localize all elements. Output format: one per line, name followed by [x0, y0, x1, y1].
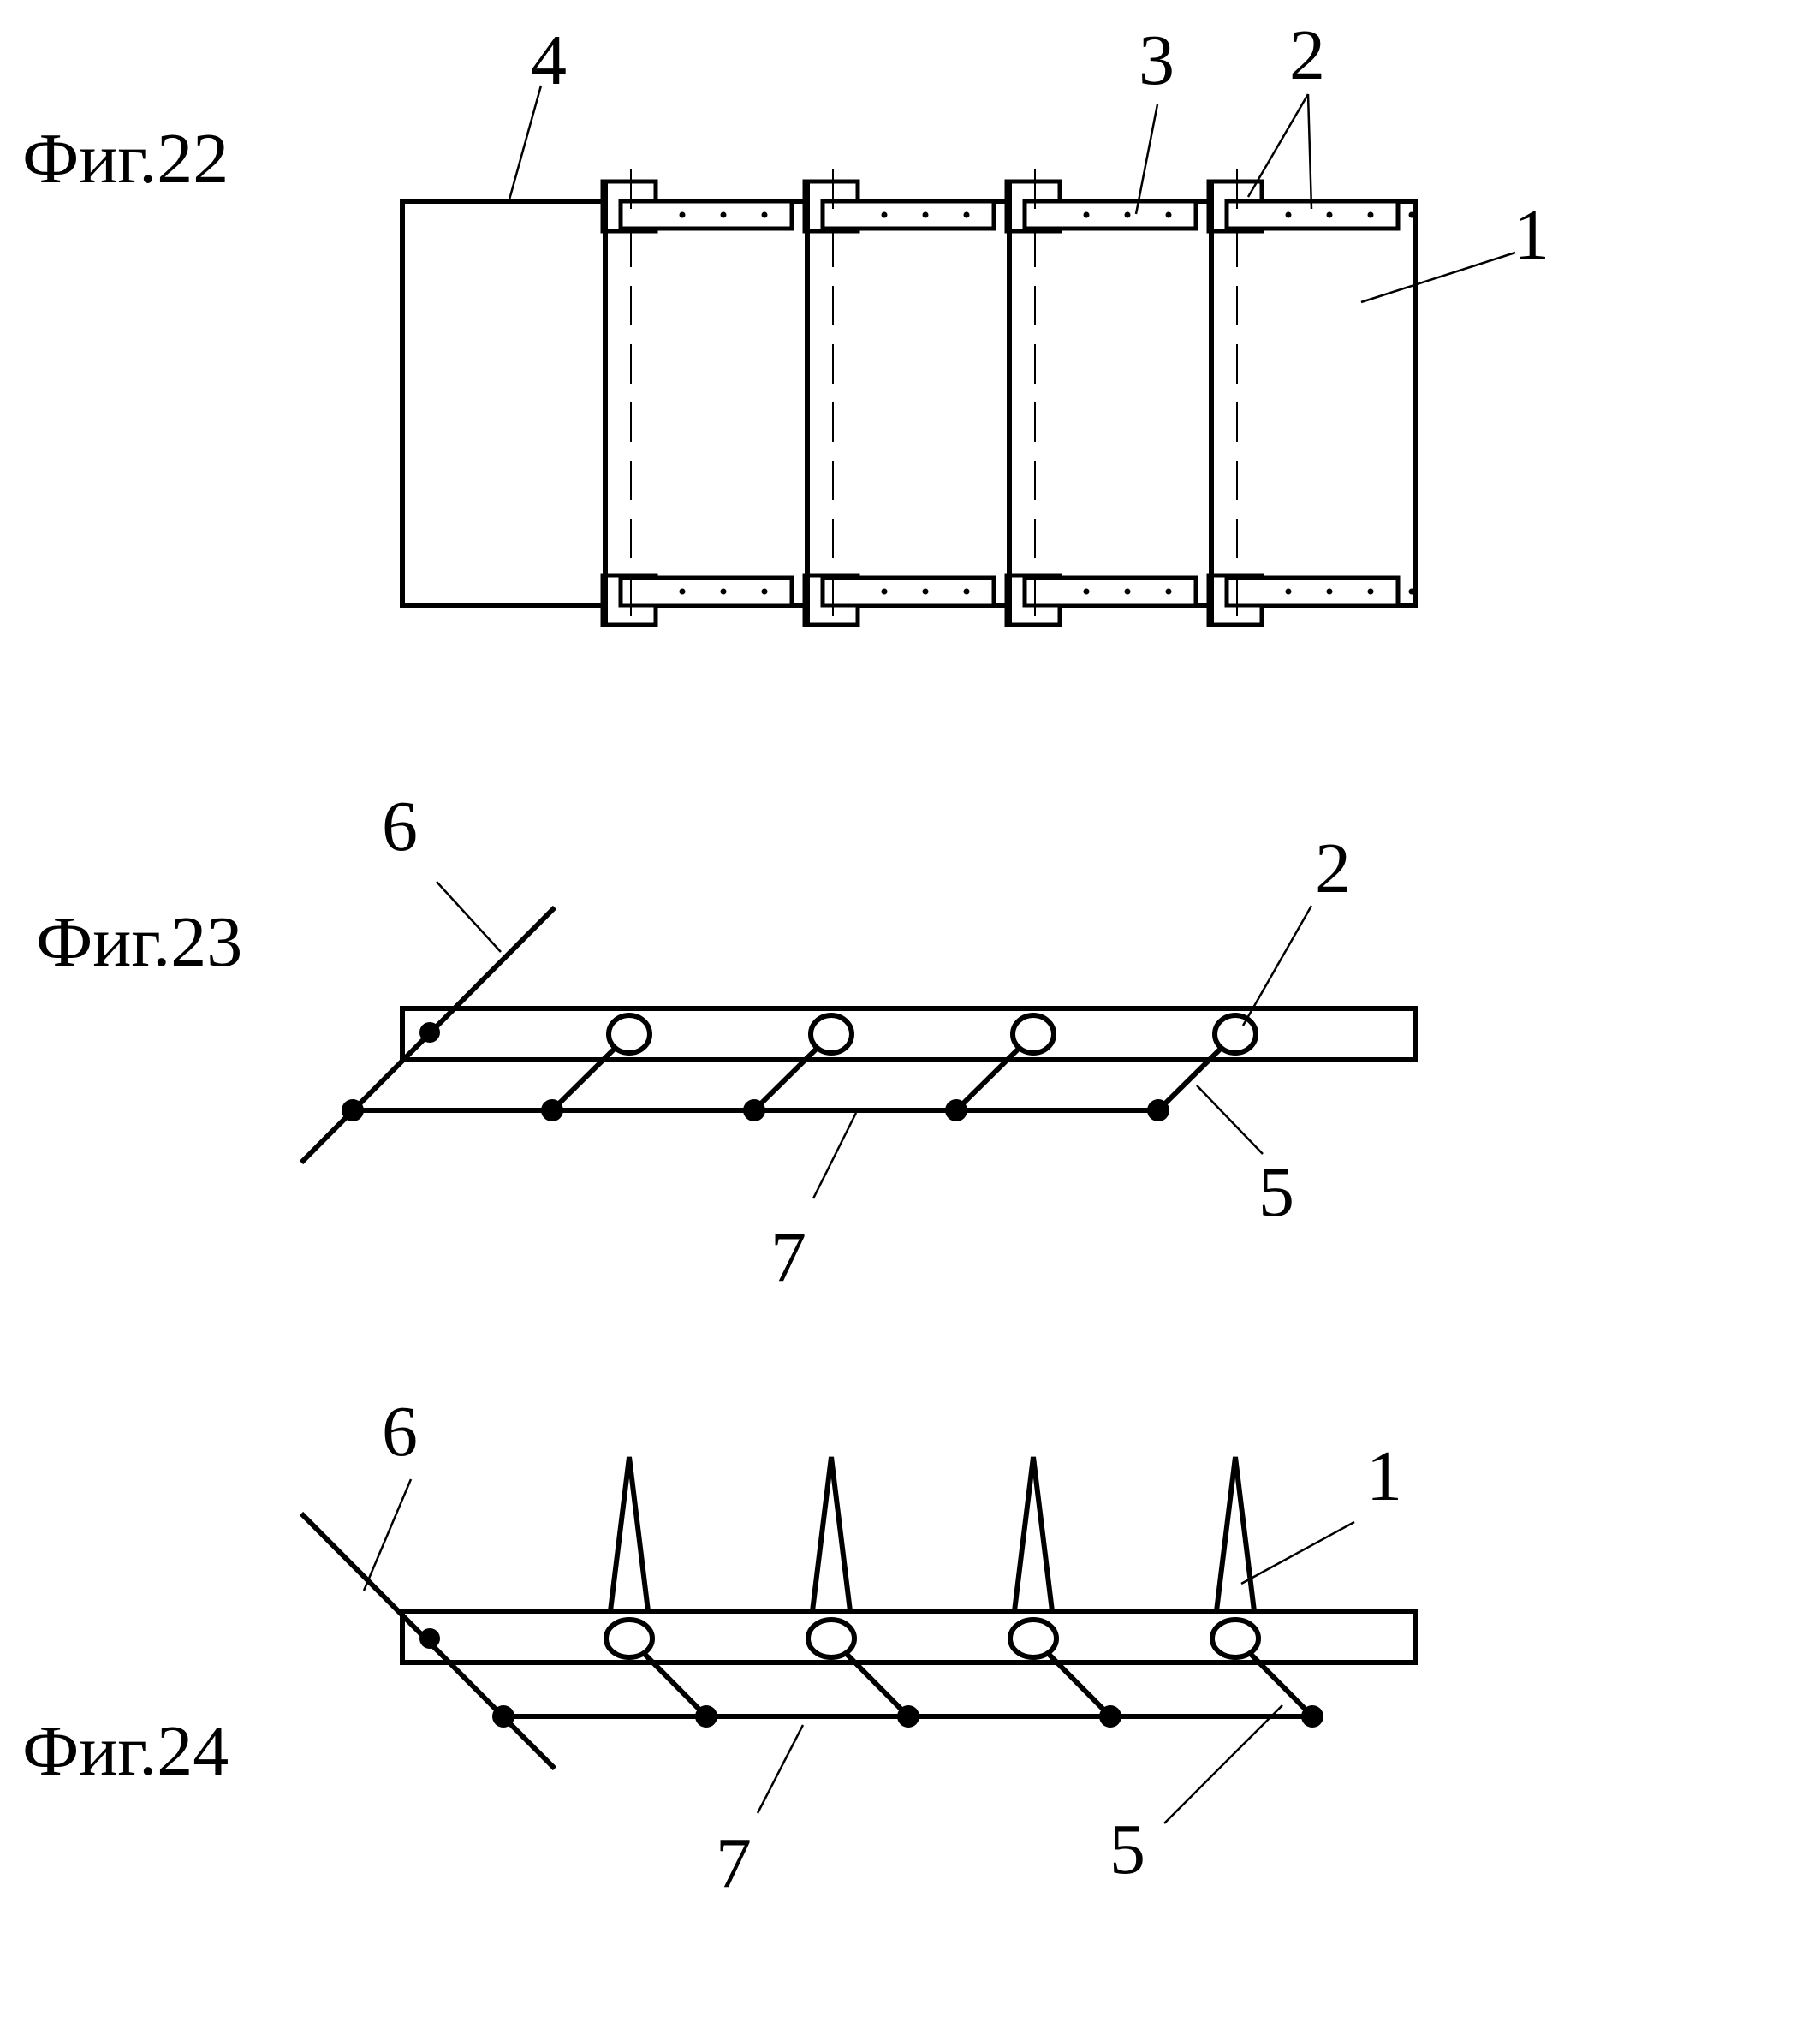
fig22-body-outline	[400, 199, 1418, 608]
fig22-dot	[1285, 588, 1292, 595]
fig24-joint	[897, 1705, 919, 1728]
figure-23-label: Фиг.23	[36, 902, 242, 982]
fig24-callout-6: 6	[382, 1392, 418, 1472]
fig22-dot	[881, 211, 888, 218]
fig24-callout-5: 5	[1109, 1810, 1145, 1889]
fig22-dot	[881, 588, 888, 595]
fig22-dot	[963, 588, 970, 595]
fig22-dot	[679, 588, 686, 595]
fig22-dot	[1124, 588, 1131, 595]
fig23-hinge	[606, 1013, 652, 1056]
fig24-links	[419, 1456, 1323, 1728]
fig24-joint	[1301, 1705, 1323, 1728]
figure-22: Фиг.22 4 3 2 1	[22, 15, 1549, 635]
figure-24: Фиг.24 6 1 7 5	[22, 1392, 1418, 1903]
fig23-joint	[342, 1099, 364, 1121]
figure-23: Фиг.23 6 2 5 7	[36, 787, 1418, 1297]
figure-22-label: Фиг.22	[22, 119, 229, 199]
fig22-dot	[922, 211, 929, 218]
fig22-callout-1: 1	[1514, 195, 1549, 275]
fig22-dot	[922, 588, 929, 595]
fig23-joint	[1147, 1099, 1169, 1121]
fig24-callout-1: 1	[1366, 1436, 1402, 1516]
fig22-clips	[600, 169, 1415, 635]
fig22-dot	[1367, 211, 1374, 218]
fig22-callout-3: 3	[1139, 21, 1175, 100]
fig24-joint	[492, 1705, 514, 1728]
fig23-callout-7: 7	[770, 1217, 806, 1297]
fig22-dot	[1408, 211, 1415, 218]
fig23-callout-6: 6	[382, 787, 418, 866]
fig22-dot	[963, 211, 970, 218]
fig22-dot	[720, 588, 727, 595]
fig22-dot	[761, 211, 768, 218]
fig23-hinge	[808, 1013, 854, 1056]
fig24-hinge	[1008, 1617, 1059, 1660]
fig22-dot	[679, 211, 686, 218]
fig23-strip	[400, 1006, 1418, 1062]
fig24-blade	[1012, 1456, 1055, 1612]
fig22-dot	[761, 588, 768, 595]
fig24-hinge	[604, 1617, 655, 1660]
fig24-hinge	[1210, 1617, 1261, 1660]
fig22-dot	[1367, 588, 1374, 595]
fig23-joint	[945, 1099, 967, 1121]
fig24-joint	[1099, 1705, 1121, 1728]
fig23-callout-5: 5	[1258, 1152, 1294, 1232]
fig23-hinge	[1212, 1013, 1258, 1056]
fig24-joint	[695, 1705, 717, 1728]
fig22-dot	[1083, 211, 1090, 218]
fig22-dot	[720, 211, 727, 218]
fig23-leaders	[436, 881, 1313, 1199]
fig22-dot	[1165, 588, 1172, 595]
fig23-joint	[419, 1022, 440, 1043]
fig24-hinge	[806, 1617, 857, 1660]
fig23-callout-2: 2	[1315, 829, 1351, 908]
figure-24-label: Фиг.24	[22, 1711, 229, 1791]
fig24-callout-7: 7	[716, 1823, 752, 1903]
fig24-leaders	[362, 1478, 1355, 1824]
fig23-links	[342, 1013, 1258, 1121]
fig22-dot	[1165, 211, 1172, 218]
fig24-blade	[608, 1456, 651, 1612]
fig23-hinge	[1010, 1013, 1056, 1056]
fig22-callout-2: 2	[1289, 15, 1325, 95]
fig24-joint	[419, 1628, 440, 1649]
fig22-callout-4: 4	[531, 21, 567, 100]
fig23-joint	[743, 1099, 765, 1121]
fig24-strip	[400, 1609, 1418, 1665]
fig22-dot	[1326, 588, 1333, 595]
fig22-dot	[1083, 588, 1090, 595]
fig22-dividers	[603, 201, 1214, 605]
fig22-leaders	[508, 85, 1516, 304]
fig22-dot	[1285, 211, 1292, 218]
fig22-dot	[1326, 211, 1333, 218]
fig22-dot	[1408, 588, 1415, 595]
fig24-blade	[810, 1456, 853, 1612]
fig22-dot	[1124, 211, 1131, 218]
fig23-joint	[541, 1099, 563, 1121]
fig24-blade	[1214, 1456, 1257, 1612]
